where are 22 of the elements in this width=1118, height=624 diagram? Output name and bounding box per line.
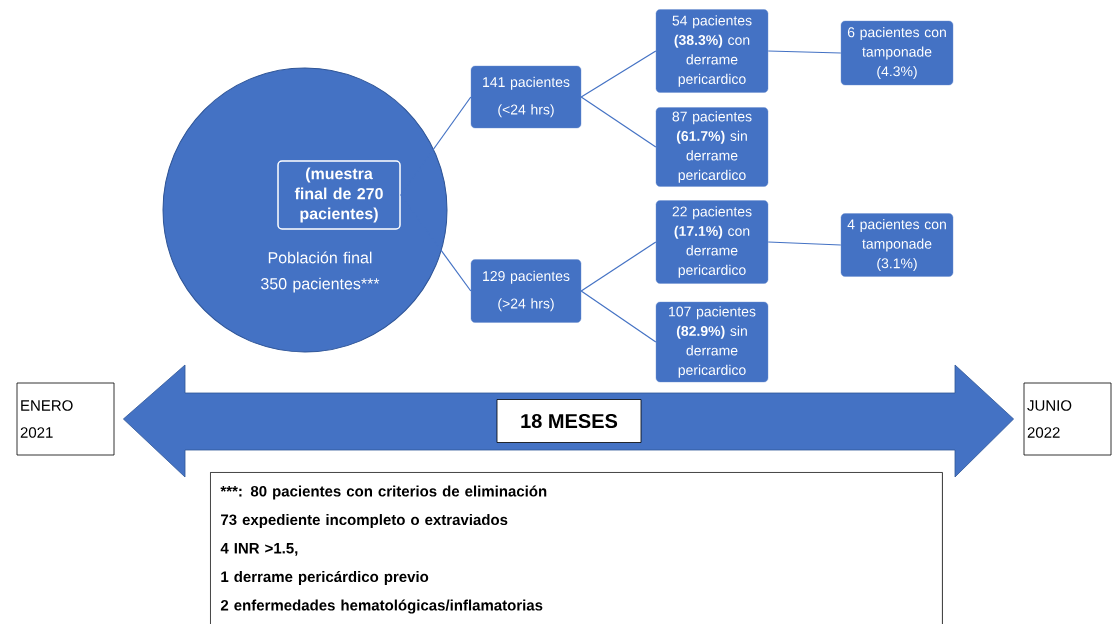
sample-box: (muestra final de 270 pacientes) — [277, 160, 401, 230]
duration-box: 18 MESES — [496, 399, 642, 443]
connector-line — [580, 50, 657, 98]
date-box: JUNIO 2022 — [1023, 382, 1112, 456]
patient-box: 87 pacientes (61.7%) sin derrame pericardico — [655, 107, 769, 187]
connector-line — [400, 194, 472, 292]
connector-line — [580, 241, 657, 292]
connector-line — [767, 241, 842, 246]
note-box: ***: 80 pacientes con criterios de eliminación 73 expediente incompleto o extraviados 4 INR >1.5, 1 derrame pericárdico previo 2 enfermedades hematológicas/inflamatorias — [210, 472, 943, 624]
patient-box: 129 pacientes (>24 hrs) — [470, 259, 582, 323]
connector-line — [580, 290, 657, 343]
connector-line — [580, 96, 657, 148]
patient-box: 22 pacientes (17.1%) con derrame pericardico — [655, 200, 769, 284]
patient-box: 4 pacientes con tamponade (3.1%) — [840, 213, 954, 277]
patient-box: 54 pacientes (38.3%) con derrame pericardico — [655, 9, 769, 93]
connector-line — [767, 50, 842, 54]
date-box: ENERO 2021 — [16, 382, 115, 456]
patient-box: 107 pacientes (82.9%) sin derrame pericardico — [655, 301, 769, 383]
connector-line — [400, 96, 472, 196]
patient-box: 141 pacientes (<24 hrs) — [470, 65, 582, 129]
patient-box: 6 pacientes con tamponade (4.3%) — [840, 20, 954, 86]
block-arrow — [123, 364, 1014, 478]
